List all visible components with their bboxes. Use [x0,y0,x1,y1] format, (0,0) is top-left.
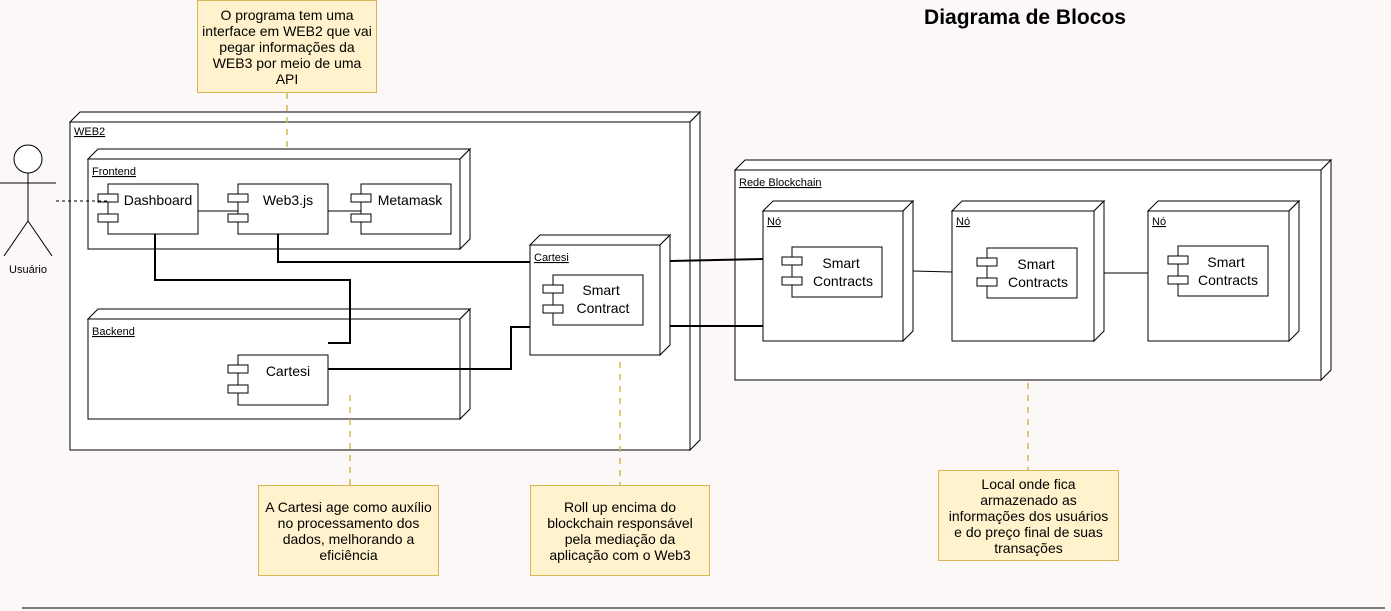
frontend-label: Frontend [92,166,136,178]
diagram-title: Diagrama de Blocos [924,6,1126,29]
node-3-smart-contracts-component [1167,245,1269,297]
web3js-component [227,183,329,235]
blockchain-label: Rede Blockchain [739,177,822,189]
note-connectors [286,93,1029,485]
web3js-to-cartesi-link [277,234,530,263]
blockchain-node-3-label: Nó [1152,216,1166,228]
node-2-smart-contracts-line-2: Contracts [1008,274,1068,290]
backend-label: Backend [92,326,135,338]
node-2-smart-contracts-component [976,247,1078,299]
metamask-label: Metamask [378,192,444,208]
backend-cartesi-to-cartesi-node-link [328,326,530,370]
node-3-smart-contracts-label: Smart Contracts [1198,254,1258,288]
node-3-smart-contracts-line-1: Smart [1207,254,1244,270]
cartesi-smart-contract-component [542,274,644,326]
node-links [912,270,1148,274]
blockchain-node-1-label: Nó [767,216,781,228]
backend-cartesi-component [227,354,329,406]
note-cartesi-aux: A Cartesi age como auxílio no processame… [258,485,439,576]
metamask-component [350,183,452,235]
dashboard-label: Dashboard [124,192,193,208]
node-2-smart-contracts-label: Smart Contracts [1008,256,1068,290]
user-actor-label: Usuário [9,264,47,276]
thick-connectors [154,234,764,370]
dashboard-component [97,183,199,235]
note-web2-api: O programa tem uma interface em WEB2 que… [197,0,377,93]
backend-cartesi-label: Cartesi [266,363,310,379]
node-1-smart-contracts-component [781,246,883,298]
node-1-smart-contracts-line-1: Smart [822,255,859,271]
cartesi-smart-contract-line-2: Contract [577,300,630,316]
cartesi-node-label: Cartesi [534,252,569,264]
note-storage: Local onde fica armazenado as informaçõe… [938,470,1119,561]
node-1-smart-contracts-line-2: Contracts [813,273,873,289]
node-1-smart-contracts-label: Smart Contracts [813,255,873,289]
dashboard-to-backend-cartesi-link [154,234,351,344]
cartesi-to-blockchain-link-upper [669,258,764,262]
node-3-smart-contracts-line-2: Contracts [1198,272,1258,288]
web3js-label: Web3.js [263,192,313,208]
user-actor [0,144,56,257]
cartesi-smart-contract-line-1: Smart [582,282,619,298]
cartesi-smart-contract-label: Smart Contract [577,282,630,316]
note-rollup: Roll up encima do blockchain responsável… [530,485,710,576]
node-2-smart-contracts-line-1: Smart [1017,256,1054,272]
web2-label: WEB2 [74,126,105,138]
blockchain-node-2 [950,199,1106,343]
blockchain-node-2-label: Nó [956,216,970,228]
